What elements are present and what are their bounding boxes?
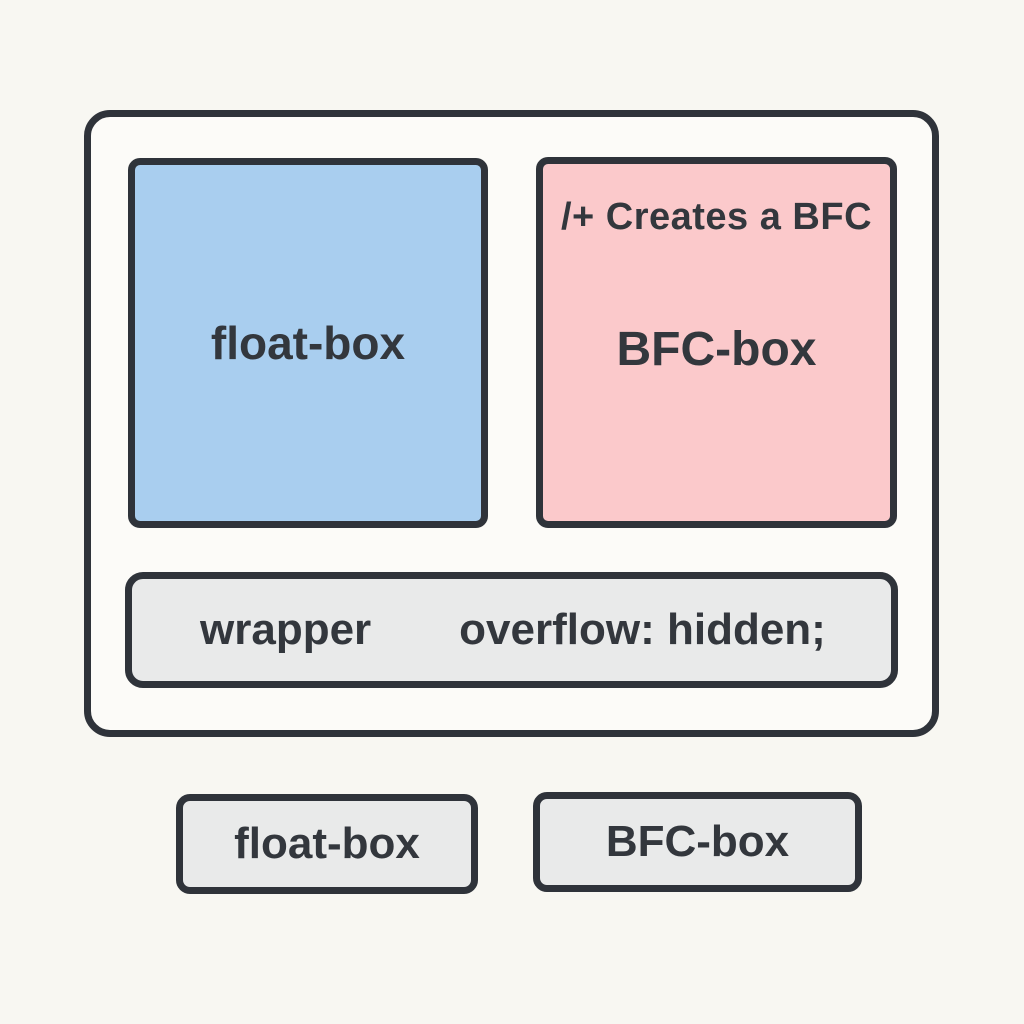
- bfc-comment: /+ Creates a BFC: [560, 196, 873, 238]
- wrapper-bar-name-label: wrapper: [200, 605, 372, 654]
- wrapper-bar-css-label: overflow: hidden;: [459, 605, 826, 654]
- bfc-box-label: BFC-box: [616, 323, 817, 376]
- legend-float-box-label: float-box: [234, 819, 420, 868]
- legend-float-box: float-box: [176, 794, 478, 894]
- legend-bfc-box: BFC-box: [533, 792, 862, 892]
- float-box: float-box: [128, 158, 488, 528]
- bfc-box: /+ Creates a BFC BFC-box: [536, 157, 897, 528]
- float-box-label: float-box: [210, 317, 406, 369]
- wrapper-bar: wrapper overflow: hidden;: [125, 572, 898, 688]
- legend-bfc-box-label: BFC-box: [605, 817, 790, 866]
